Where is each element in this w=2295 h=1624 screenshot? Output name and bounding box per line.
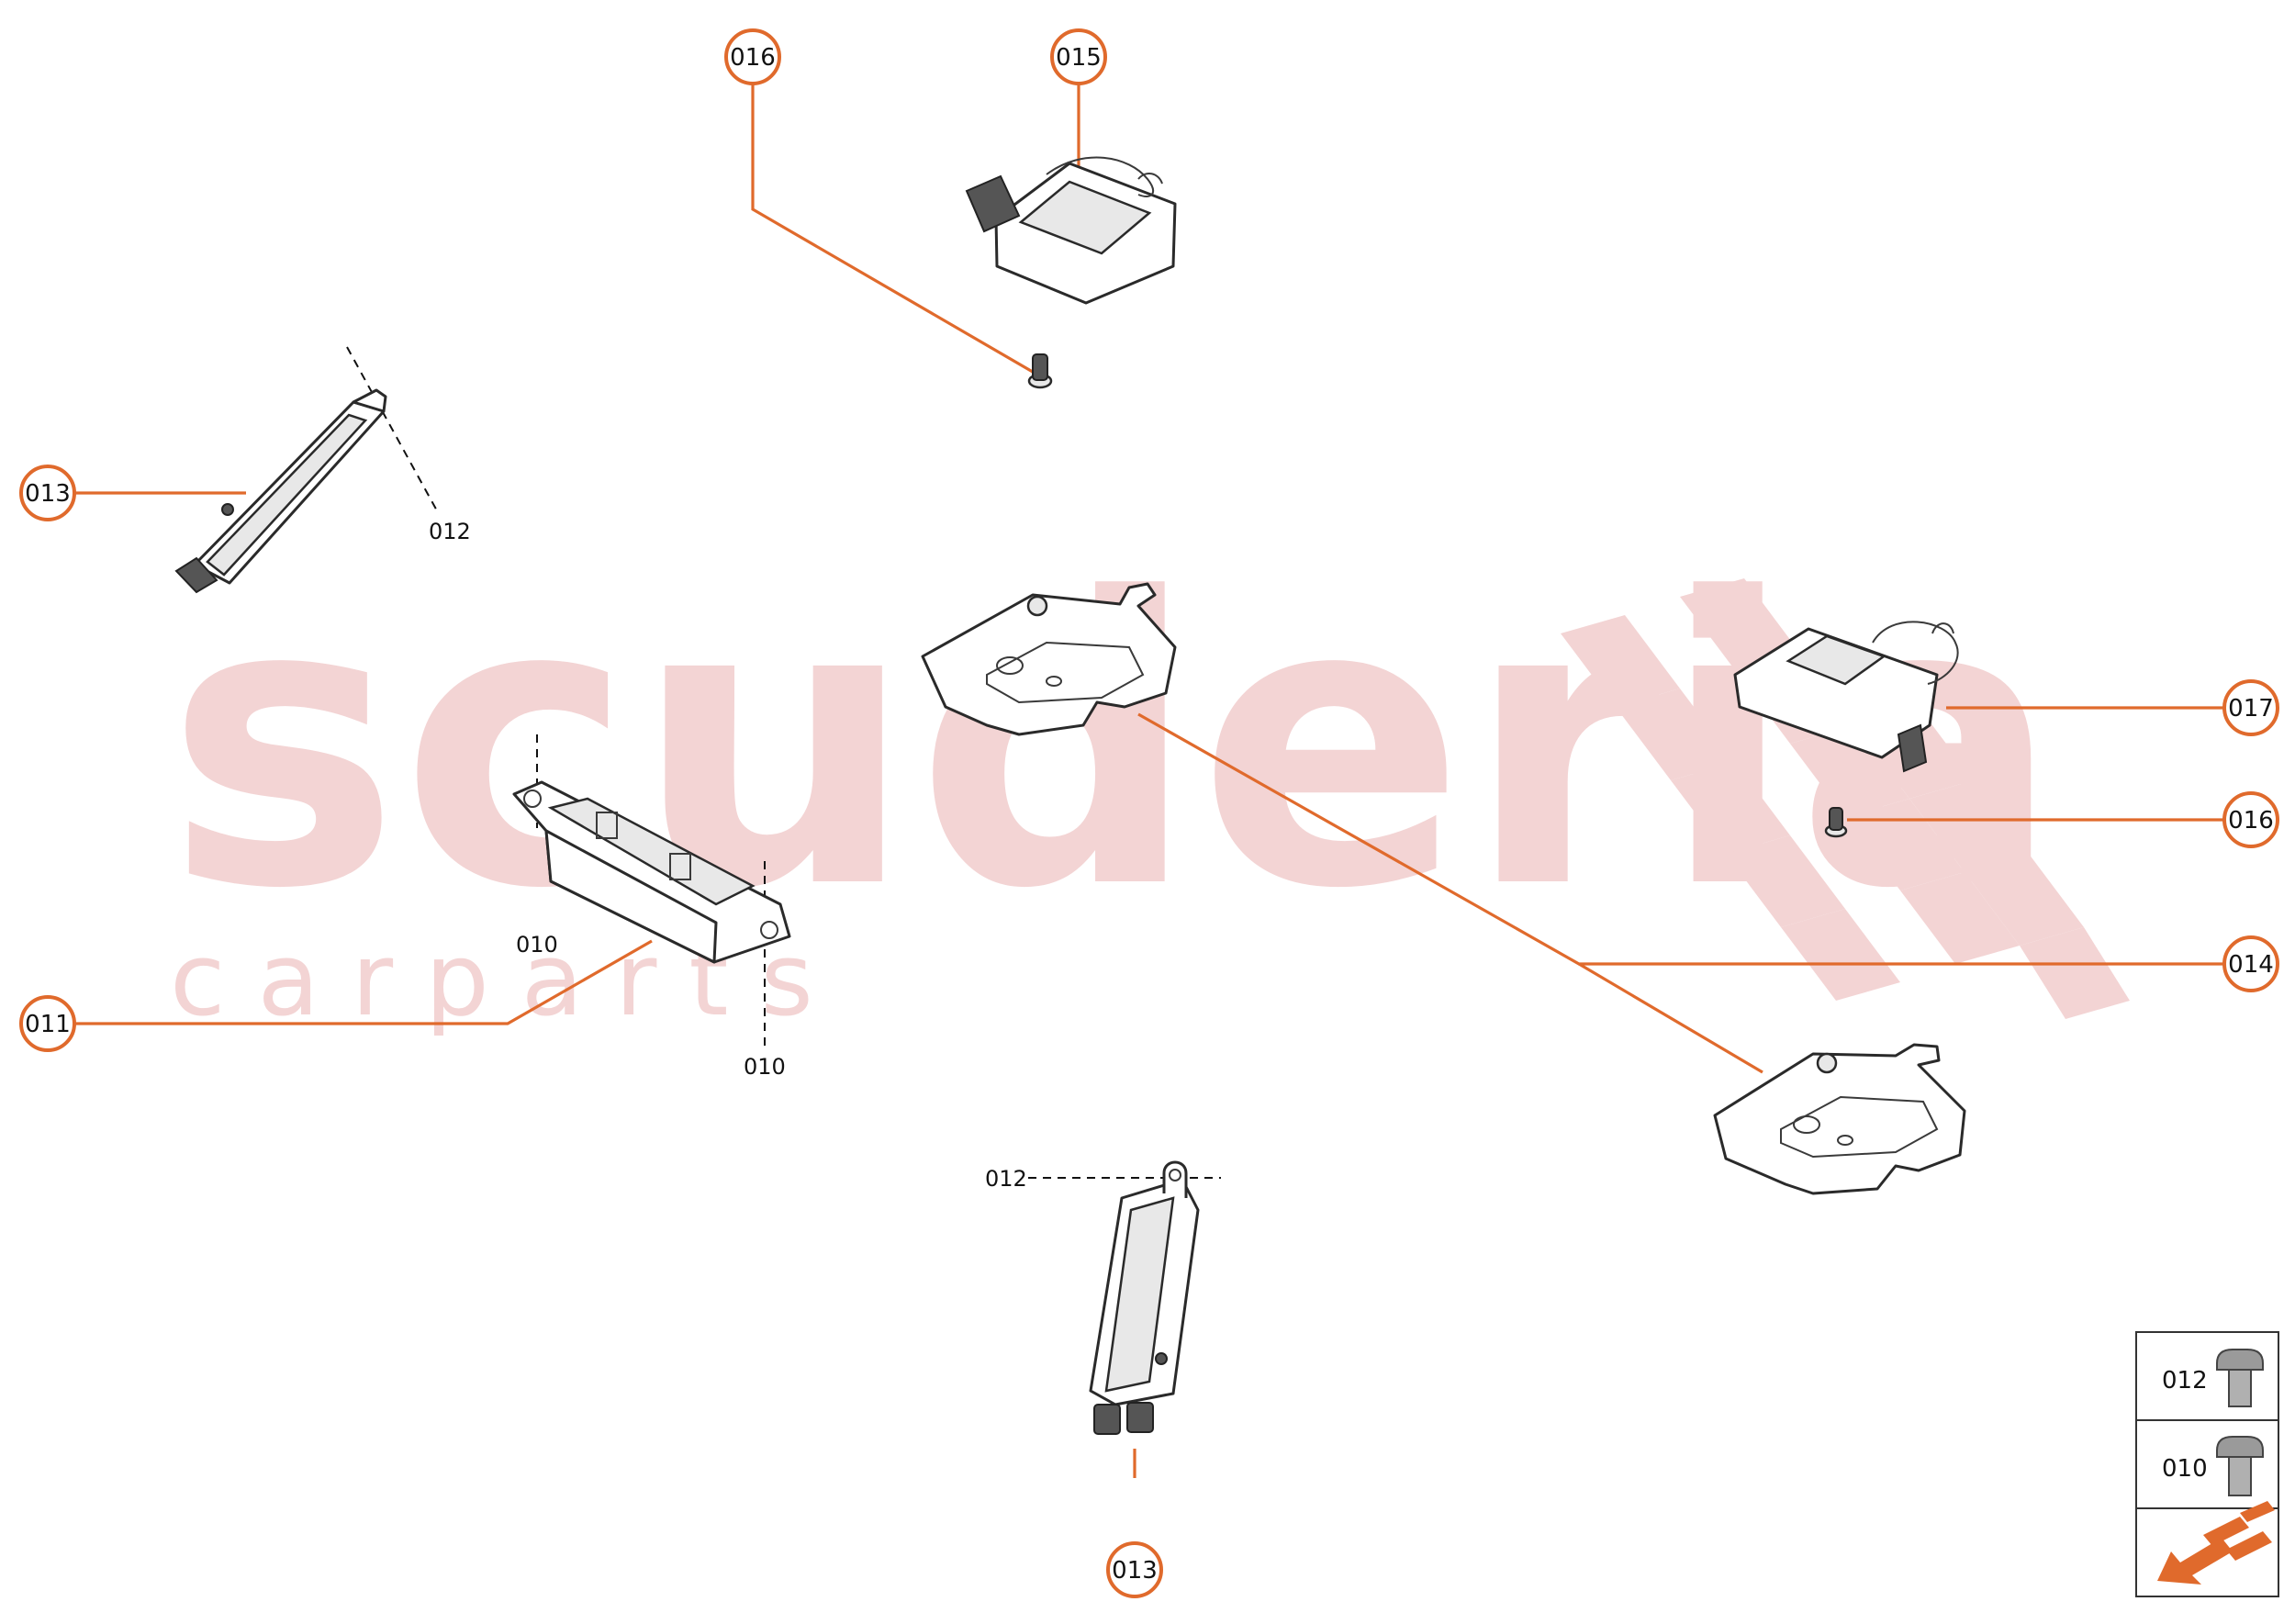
bolt-icon xyxy=(2216,1349,2264,1407)
part-014-top-plate xyxy=(921,582,1177,736)
bolt-icon xyxy=(2216,1436,2264,1496)
part-014-bottom-plate xyxy=(1713,1043,1966,1195)
callout-label: 013 xyxy=(25,480,71,508)
screw-016-right xyxy=(1824,807,1848,838)
callout-label: 015 xyxy=(1056,44,1102,72)
part-017-module xyxy=(1733,621,1959,773)
direction-arrow-icon xyxy=(2157,1501,2275,1585)
ref-012-left: 012 xyxy=(429,519,471,544)
callout-label: 016 xyxy=(2228,807,2274,834)
callout-016-right[interactable]: 016 xyxy=(2222,791,2279,848)
fastener-legend: 012 010 xyxy=(2135,1331,2279,1597)
ref-010-a: 010 xyxy=(516,932,558,958)
legend-label-010: 010 xyxy=(2162,1455,2208,1483)
callout-016-top[interactable]: 016 xyxy=(724,28,781,85)
legend-label-012: 012 xyxy=(2162,1367,2208,1394)
leader-lines xyxy=(75,84,2225,1478)
callout-013-bottom[interactable]: 013 xyxy=(1106,1541,1163,1598)
part-015-module xyxy=(965,156,1177,305)
callout-label: 016 xyxy=(730,44,776,72)
callout-label: 017 xyxy=(2228,695,2274,722)
part-013-bottom-antenna xyxy=(1089,1160,1200,1435)
ref-012-bottom: 012 xyxy=(985,1166,1027,1192)
ref-010-b: 010 xyxy=(744,1054,786,1080)
callout-014[interactable]: 014 xyxy=(2222,935,2279,992)
callout-label: 013 xyxy=(1112,1557,1158,1585)
callout-015[interactable]: 015 xyxy=(1050,28,1107,85)
part-011-module xyxy=(512,780,791,964)
part-013-left-antenna xyxy=(174,388,387,594)
callout-label: 011 xyxy=(25,1011,71,1038)
callout-label: 014 xyxy=(2228,951,2274,979)
callout-013-left[interactable]: 013 xyxy=(19,465,76,521)
callout-017[interactable]: 017 xyxy=(2222,679,2279,736)
screw-016-top xyxy=(1027,353,1053,389)
callout-011[interactable]: 011 xyxy=(19,995,76,1052)
